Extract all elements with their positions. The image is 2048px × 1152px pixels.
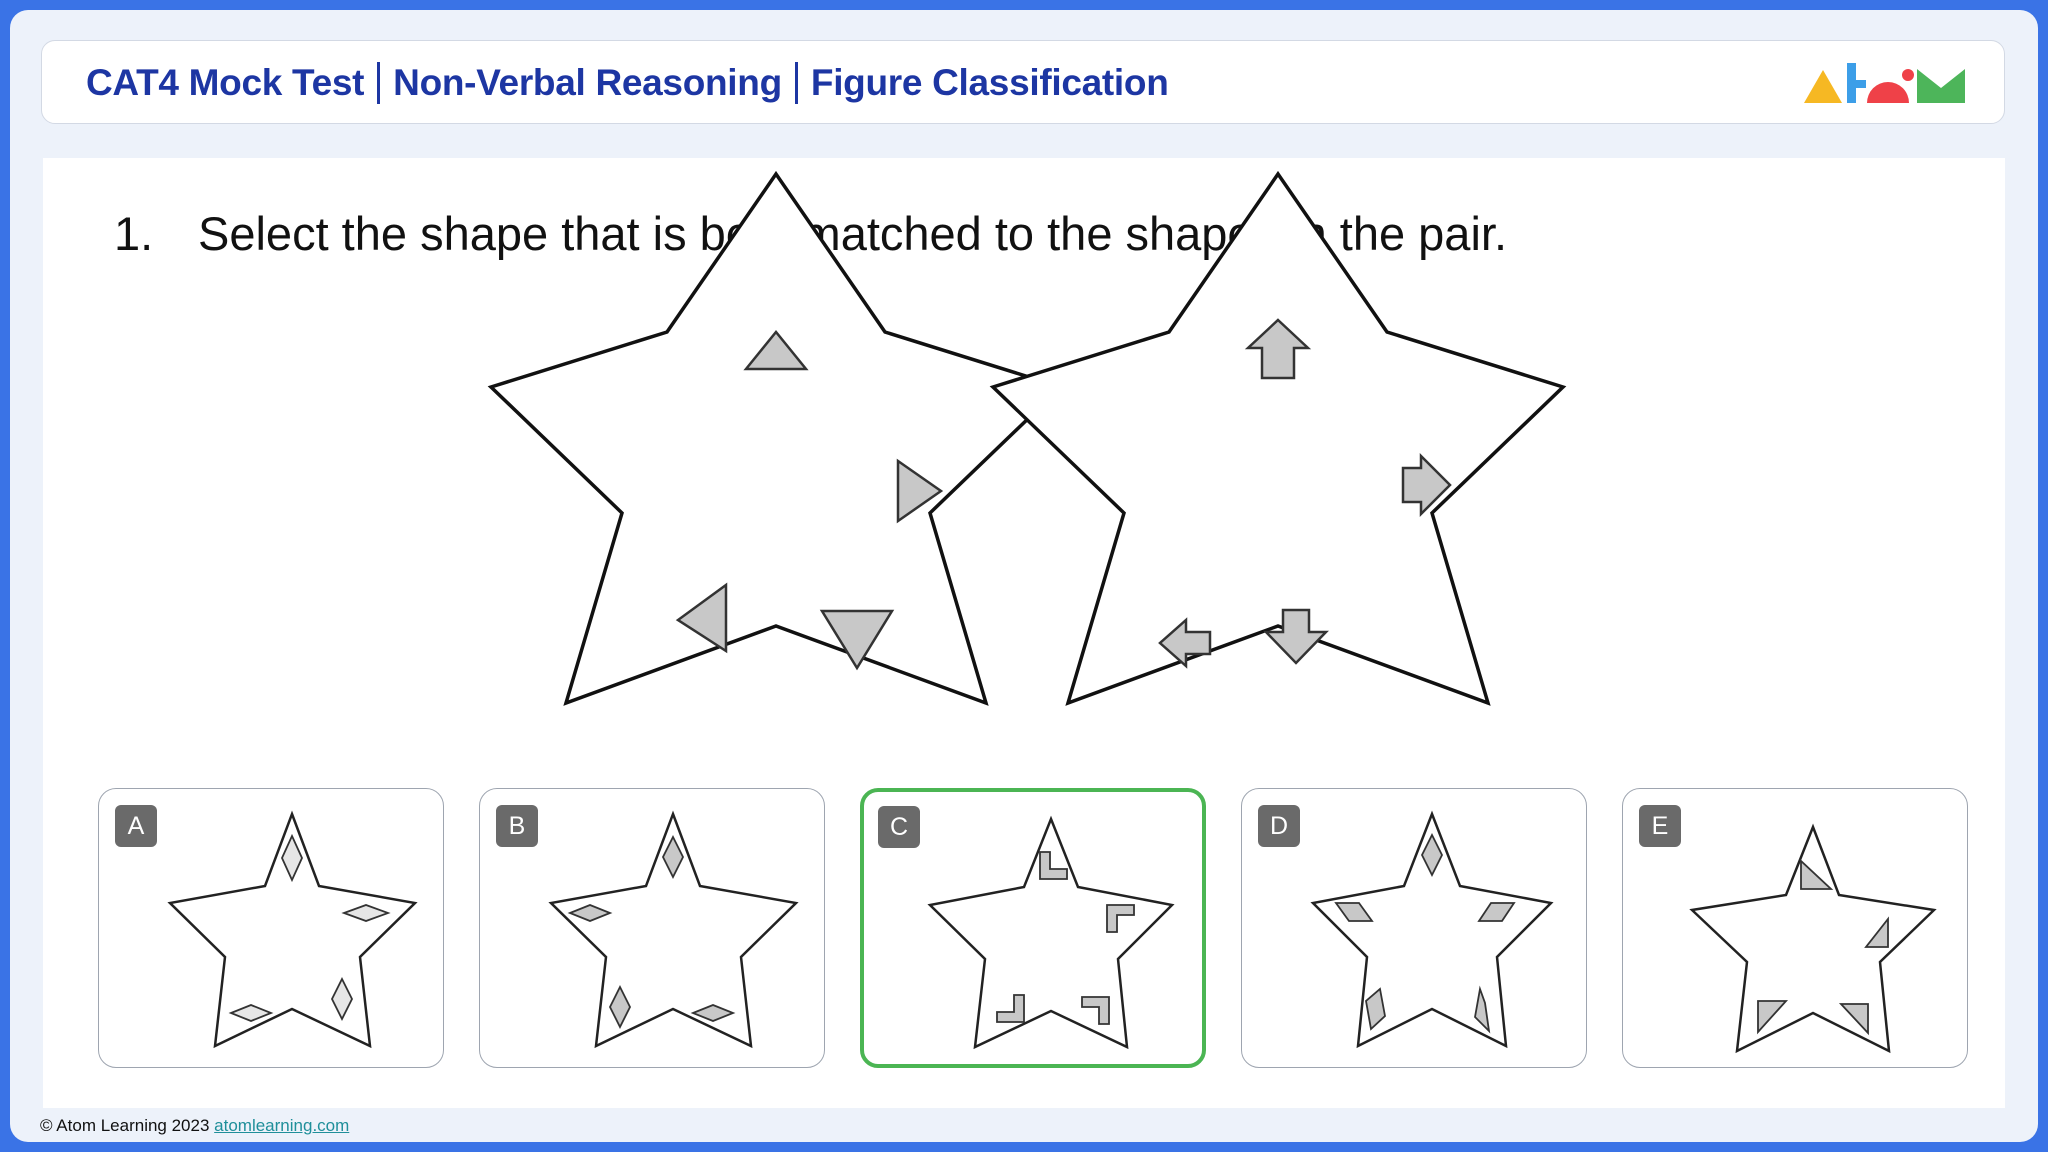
diamond-icon bbox=[608, 984, 632, 1030]
right-triangle-icon bbox=[1757, 1000, 1789, 1035]
option-a[interactable]: A bbox=[98, 788, 444, 1068]
pair-star-arrows bbox=[989, 170, 1567, 706]
right-triangle-icon bbox=[1800, 858, 1834, 890]
parallelogram-icon bbox=[1365, 987, 1386, 1031]
question-panel: 1.Select the shape that is best matched … bbox=[43, 158, 2005, 1108]
arrow-down-icon bbox=[1263, 608, 1329, 665]
diamond-icon bbox=[281, 833, 303, 883]
title-section: Non-Verbal Reasoning bbox=[393, 62, 782, 103]
slide-frame: CAT4 Mock Test Non-Verbal Reasoning Figu… bbox=[10, 10, 2038, 1142]
right-triangle-icon bbox=[1864, 916, 1889, 948]
corner-bracket-icon bbox=[1106, 904, 1135, 933]
option-e[interactable]: E bbox=[1622, 788, 1968, 1068]
option-c-figure bbox=[927, 815, 1175, 1050]
diamond-icon bbox=[330, 976, 354, 1022]
triangle-up-icon bbox=[743, 330, 809, 371]
option-a-figure bbox=[167, 810, 418, 1049]
footer: © Atom Learning 2023 atomlearning.com bbox=[40, 1116, 349, 1136]
parallelogram-icon bbox=[1474, 985, 1491, 1034]
option-c[interactable]: C bbox=[860, 788, 1206, 1068]
option-letter: B bbox=[496, 805, 538, 847]
title-divider bbox=[794, 62, 798, 104]
question-pair bbox=[487, 170, 1567, 706]
diamond-icon bbox=[690, 1004, 736, 1022]
corner-bracket-icon bbox=[1081, 996, 1110, 1025]
footer-link[interactable]: atomlearning.com bbox=[214, 1116, 350, 1135]
question-number: 1. bbox=[114, 207, 154, 260]
footer-copyright: © Atom Learning 2023 bbox=[40, 1116, 210, 1135]
diamond-icon bbox=[661, 834, 685, 880]
option-b-figure bbox=[548, 810, 799, 1049]
option-d[interactable]: D bbox=[1241, 788, 1587, 1068]
diamond-icon bbox=[228, 1004, 274, 1022]
arrow-up-icon bbox=[1244, 318, 1312, 380]
corner-bracket-icon bbox=[1039, 851, 1068, 880]
option-letter: D bbox=[1258, 805, 1300, 847]
option-d-figure bbox=[1310, 810, 1554, 1049]
atom-logo bbox=[1804, 63, 1965, 103]
right-triangle-icon bbox=[1838, 1003, 1869, 1036]
option-letter: E bbox=[1639, 805, 1681, 847]
arrow-right-icon bbox=[1401, 452, 1452, 518]
page-title: CAT4 Mock Test Non-Verbal Reasoning Figu… bbox=[86, 41, 1169, 125]
title-test-name: CAT4 Mock Test bbox=[86, 62, 365, 103]
option-letter: A bbox=[115, 805, 157, 847]
option-letter: C bbox=[878, 806, 920, 848]
title-topic: Figure Classification bbox=[810, 62, 1169, 103]
pair-star-triangles bbox=[487, 170, 1065, 706]
triangle-right-icon bbox=[896, 458, 944, 524]
triangle-down-icon bbox=[819, 609, 895, 671]
parallelogram-icon bbox=[1334, 902, 1374, 922]
header-bar: CAT4 Mock Test Non-Verbal Reasoning Figu… bbox=[41, 40, 2005, 124]
diamond-icon bbox=[341, 904, 391, 922]
arrow-left-icon bbox=[1158, 617, 1212, 669]
parallelogram-icon bbox=[1420, 832, 1444, 878]
triangle-left-icon bbox=[675, 582, 728, 654]
diamond-icon bbox=[567, 904, 613, 922]
parallelogram-icon bbox=[1477, 902, 1516, 922]
corner-bracket-icon bbox=[996, 994, 1025, 1023]
option-b[interactable]: B bbox=[479, 788, 825, 1068]
title-divider bbox=[377, 62, 381, 104]
option-e-figure bbox=[1689, 823, 1937, 1054]
